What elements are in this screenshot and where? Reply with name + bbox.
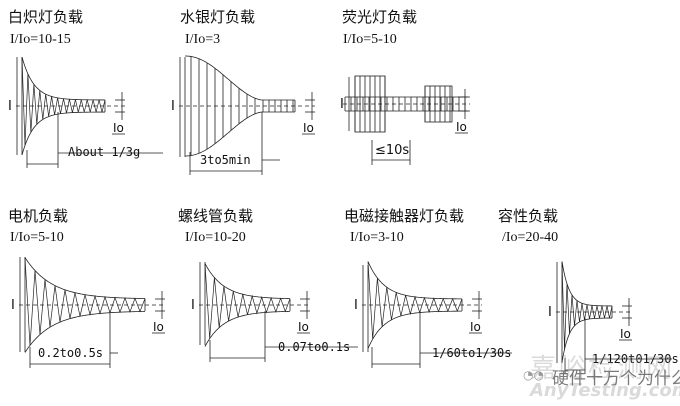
io-label: Io: [153, 320, 164, 334]
envelope-top: [204, 263, 291, 300]
wechat-icon: ◔◔: [523, 368, 544, 382]
ratio-motor: I/Io=5-10: [10, 230, 64, 245]
title-solenoid: 螺线管负载: [178, 207, 254, 225]
peak-label: I: [171, 99, 175, 114]
title-capacitive: 容性负载: [498, 207, 559, 225]
envelope-bottom: [21, 111, 106, 156]
ratio-mercury: I/Io=3: [185, 32, 221, 47]
title-motor: 电机负载: [8, 207, 69, 225]
envelope-bottom: [561, 317, 613, 363]
time-label: ≤10s: [375, 143, 409, 158]
peak-label: I: [191, 298, 195, 313]
panel-4: I Io 0.2to0.5s: [11, 257, 165, 368]
title-contactor: 电磁接触器灯负载: [344, 207, 465, 225]
title-incandescent: 白炽灯负载: [8, 8, 84, 26]
panel-3: I Io ≤10s: [340, 75, 470, 165]
envelope-bottom: [24, 311, 146, 353]
envelope-top: [24, 257, 146, 299]
io-label: Io: [456, 120, 467, 134]
watermark-wechat: 硬件十万个为什么: [552, 369, 680, 389]
time-label: 1/60to1/30s: [432, 346, 511, 360]
panel-5: I Io 0.07to0.1s: [191, 262, 358, 362]
envelope-top: [184, 55, 295, 101]
io-label: Io: [620, 327, 631, 341]
envelope-bottom: [367, 310, 463, 349]
pulse-block: [424, 85, 453, 123]
watermark-site-en: AnyTesting.com: [530, 380, 680, 401]
watermark-site-cn: 嘉峪检测网: [530, 354, 676, 384]
io-label: Io: [113, 121, 124, 135]
time-label: 0.07to0.1s: [278, 340, 350, 354]
peak-label: I: [354, 298, 358, 313]
oscillation: [204, 263, 291, 339]
peak-label: I: [548, 305, 552, 320]
peak-label: I: [340, 97, 344, 112]
title-mercury: 水银灯负载: [180, 8, 256, 26]
oscillation: [561, 261, 613, 350]
oscillation: [367, 261, 463, 340]
title-fluorescent: 荧光灯负载: [342, 8, 418, 26]
io-label: Io: [298, 320, 309, 334]
pulse-block: [354, 75, 386, 133]
ratio-solenoid: I/Io=10-20: [185, 230, 246, 245]
panel-6: I Io 1/60to1/30s: [354, 261, 512, 368]
envelope-top: [367, 261, 463, 300]
time-label: About 1/3g: [68, 145, 140, 159]
oscillation: [24, 257, 146, 346]
envelope-bottom: [184, 111, 295, 157]
panel-2: I Io 3to5min: [171, 55, 315, 175]
peak-label: I: [11, 298, 15, 313]
ratio-fluorescent: I/Io=5-10: [343, 32, 397, 47]
oscillation: [21, 56, 106, 146]
time-label: 1/120t01/30s: [592, 352, 679, 366]
ratio-incandescent: I/Io=10-15: [10, 32, 71, 47]
time-label: 3to5min: [200, 153, 251, 167]
time-label: 0.2to0.5s: [38, 346, 103, 360]
io-label: Io: [303, 121, 314, 135]
envelope-top: [561, 261, 613, 307]
panel-7: I Io 1/120t01/30s: [548, 261, 679, 374]
io-label: Io: [470, 320, 481, 334]
ratio-capacitive: /Io=20-40: [502, 230, 559, 245]
ratio-contactor: I/Io=3-10: [350, 230, 404, 245]
peak-label: I: [8, 99, 12, 114]
